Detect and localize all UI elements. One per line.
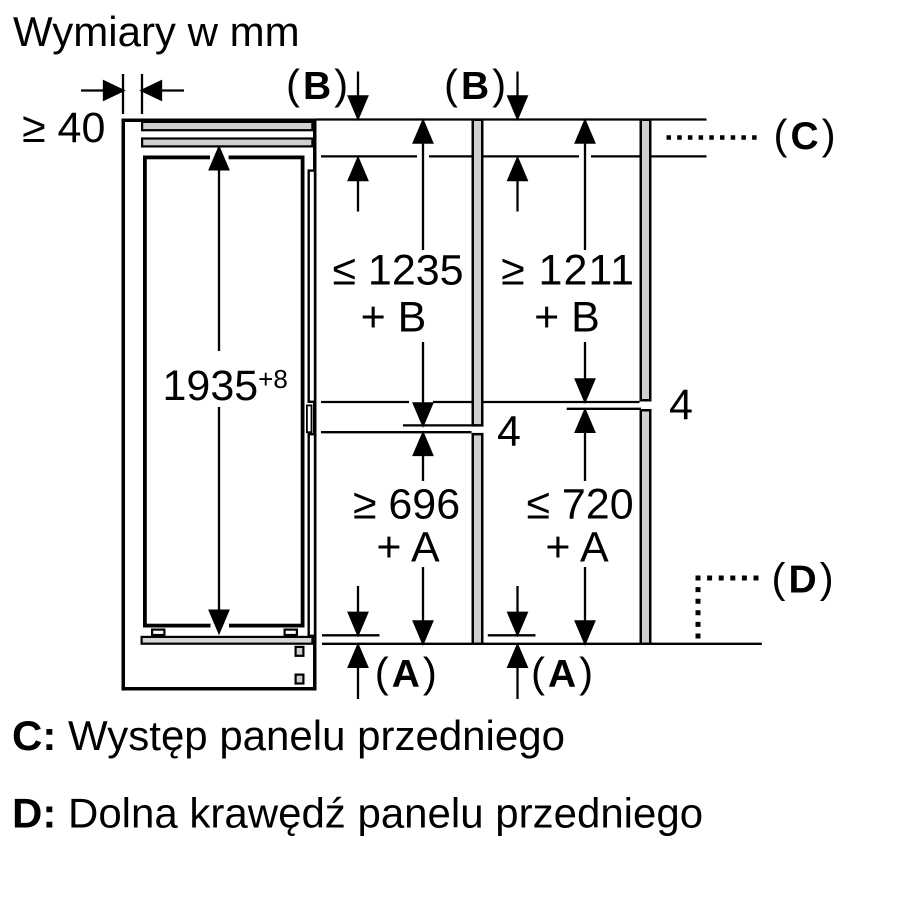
svg-text:C: Występ panelu przedniego: C: Występ panelu przedniego [12, 712, 565, 759]
svg-text:≥ 40: ≥ 40 [22, 104, 105, 152]
svg-text:D: Dolna krawędź panelu przedn: D: Dolna krawędź panelu przedniego [12, 790, 703, 837]
svg-text:(B): (B) [286, 61, 351, 108]
svg-text:Wymiary w mm: Wymiary w mm [13, 8, 300, 55]
svg-text:(A): (A) [531, 649, 596, 696]
svg-text:(D): (D) [772, 555, 837, 602]
svg-text:≤ 1235: ≤ 1235 [332, 247, 463, 295]
svg-text:+ A: + A [376, 523, 440, 571]
svg-text:(A): (A) [375, 649, 440, 696]
svg-text:+ B: + B [534, 293, 600, 341]
svg-text:4: 4 [497, 408, 521, 456]
svg-text:≥ 1211: ≥ 1211 [501, 247, 635, 295]
svg-text:+ A: + A [545, 523, 609, 571]
svg-text:(B): (B) [444, 61, 509, 108]
svg-text:≤ 720: ≤ 720 [526, 481, 633, 529]
svg-text:+ B: + B [361, 293, 427, 341]
svg-text:4: 4 [669, 381, 693, 429]
svg-text:≥ 696: ≥ 696 [353, 481, 460, 529]
svg-text:(C): (C) [774, 111, 839, 158]
